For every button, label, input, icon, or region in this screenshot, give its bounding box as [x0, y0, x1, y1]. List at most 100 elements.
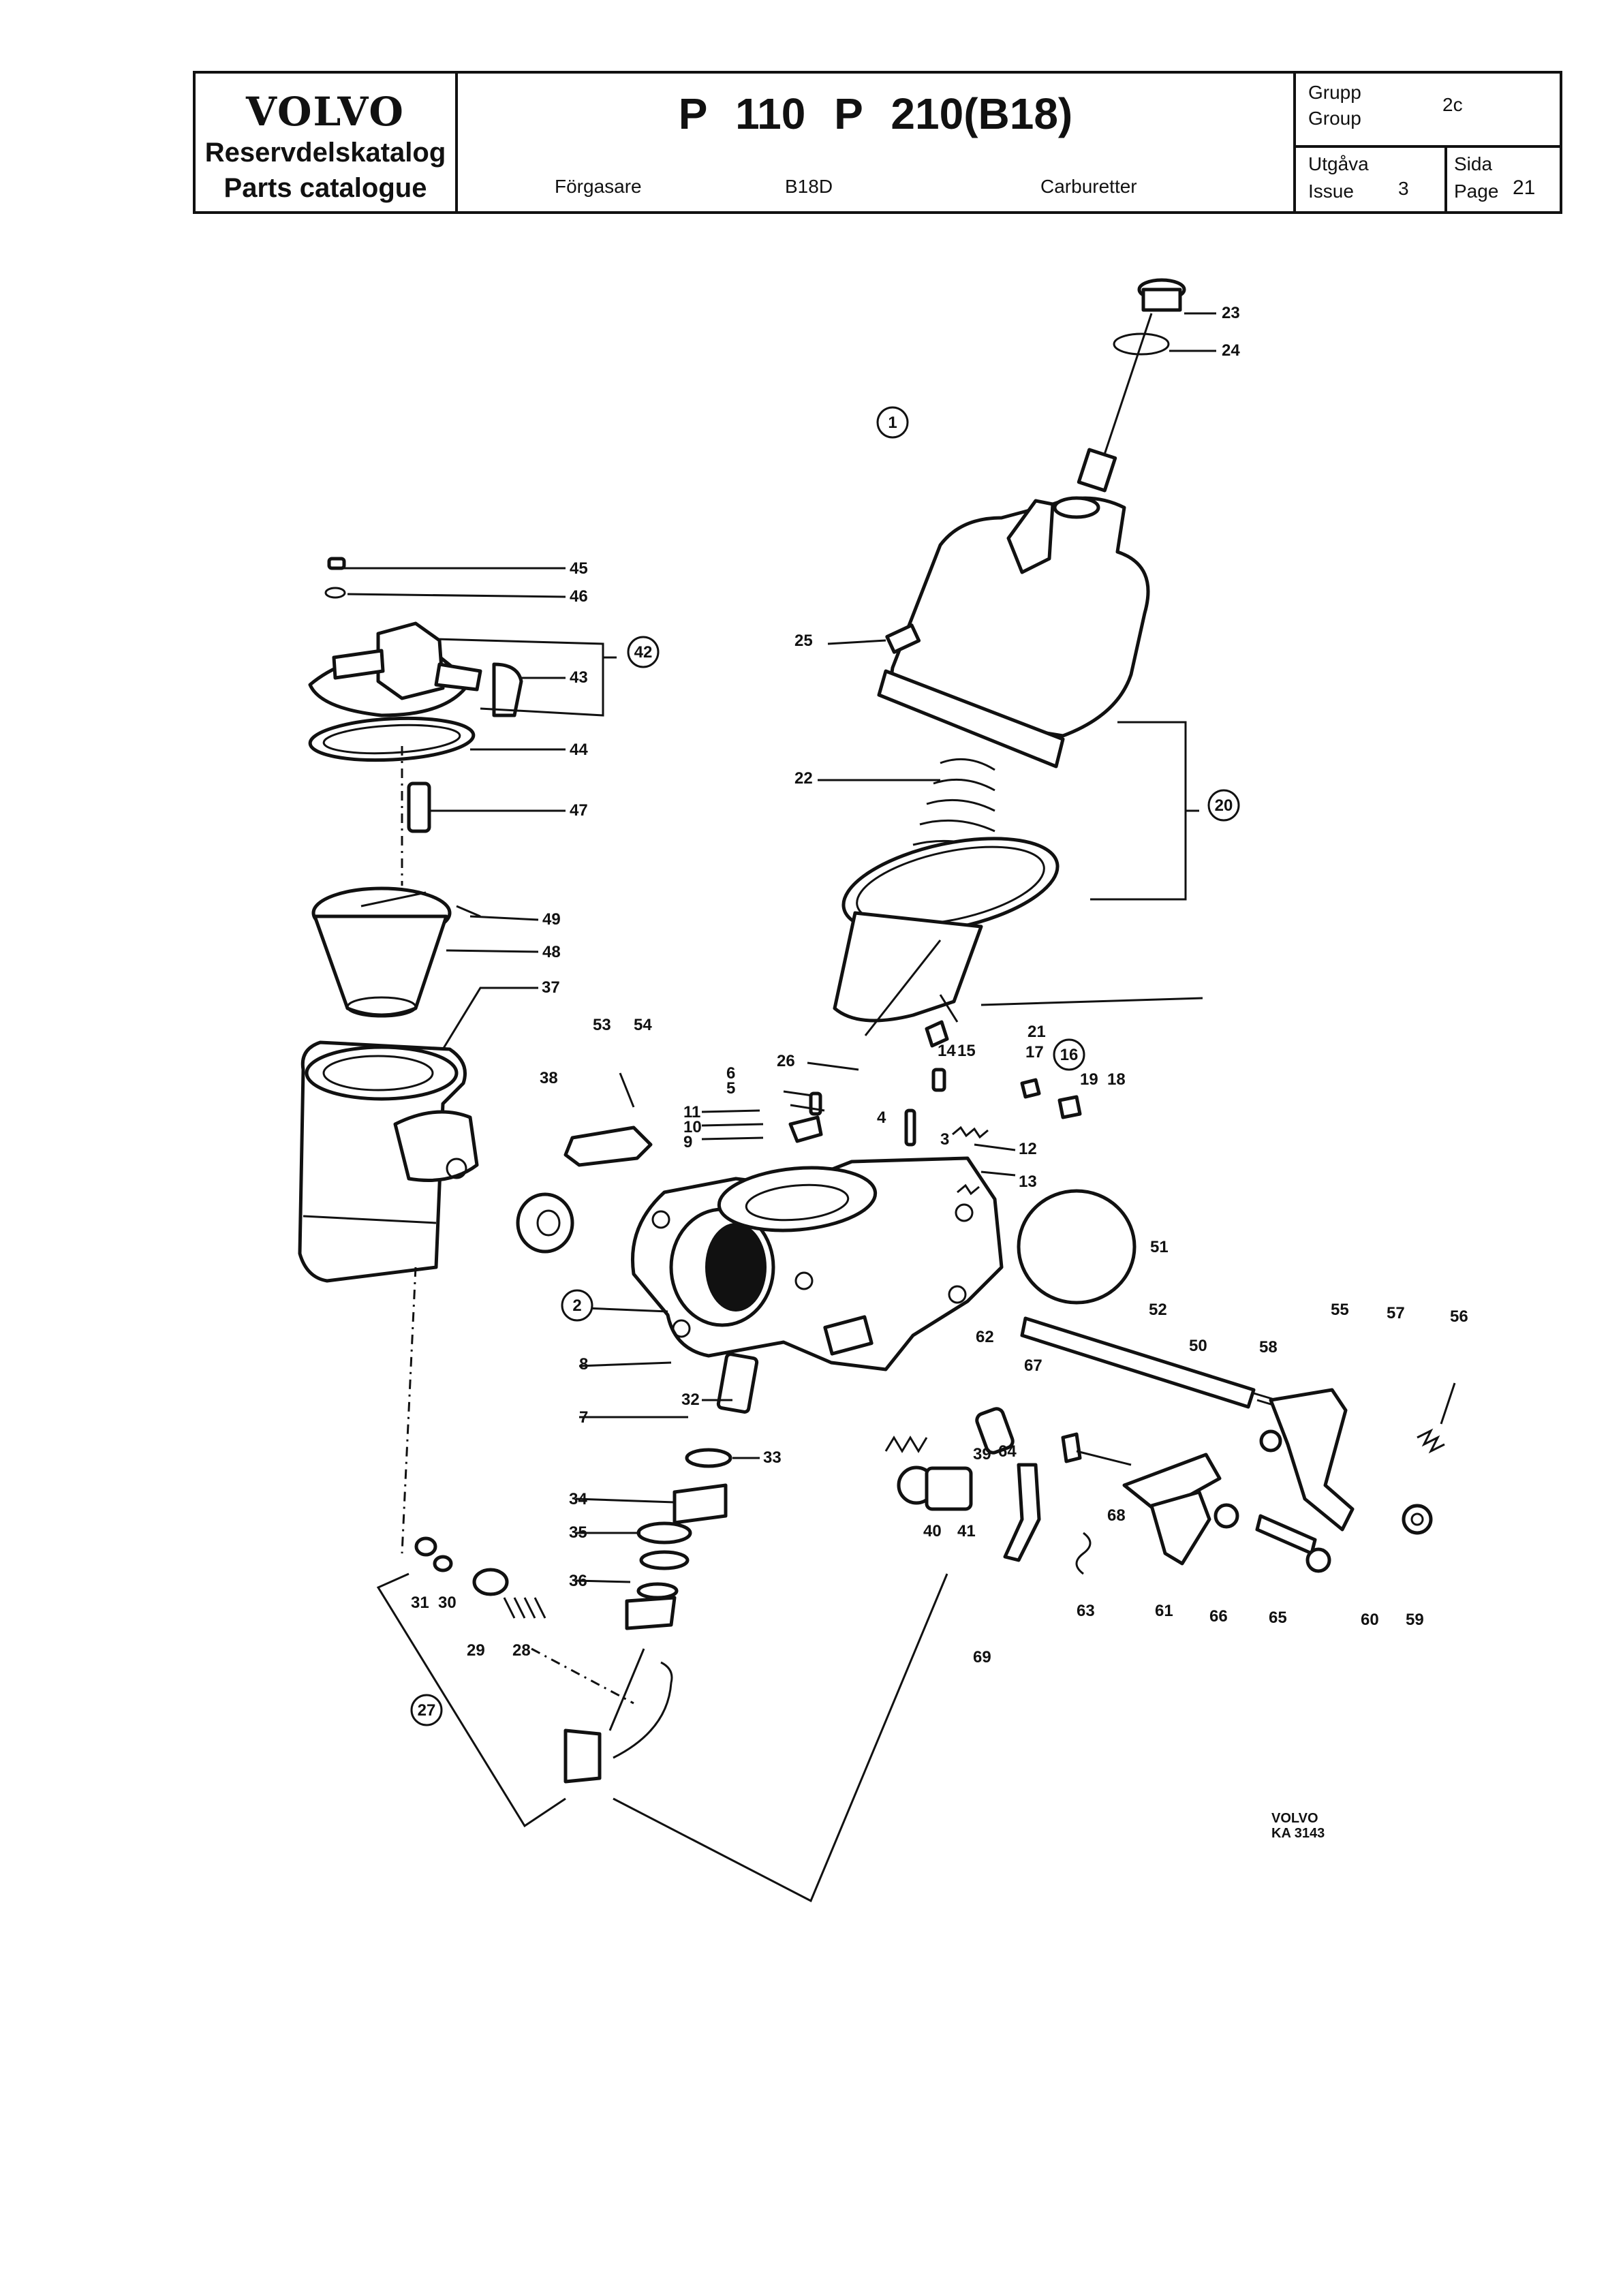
part-number-25: 25 [794, 632, 813, 650]
issue-box: Utgåva Issue 3 [1296, 145, 1447, 213]
part-number-8: 8 [579, 1355, 588, 1374]
jet-adjust-parts [414, 1536, 546, 1619]
part-number-28: 28 [512, 1641, 531, 1660]
leader-lines [341, 312, 1216, 1583]
part-number-69: 69 [973, 1648, 991, 1666]
throttle-spindle [1020, 1316, 1285, 1453]
part-number-17: 17 [1025, 1043, 1044, 1061]
part-number-19: 19 [1080, 1070, 1098, 1089]
part-number-18: 18 [1107, 1070, 1126, 1089]
assembly-circle-20 [1207, 789, 1240, 822]
page-label-sv: Sida [1454, 153, 1493, 174]
part-number-39: 39 [973, 1445, 991, 1463]
part-number-49: 49 [542, 910, 561, 929]
part-number-41: 41 [957, 1522, 976, 1540]
part-number-57: 57 [1387, 1304, 1405, 1322]
issue-label-sv: Utgåva [1308, 153, 1369, 174]
part-number-58: 58 [1259, 1338, 1278, 1356]
title-block: VOLVO Reservdelskatalog Parts catalogue … [193, 71, 1562, 214]
model-cell: P 110 P 210(B18) Förgasare B18D Carburet… [458, 74, 1296, 211]
group-value: 2c [1442, 94, 1463, 115]
part-number-14: 14 [938, 1042, 956, 1060]
part-number-10: 10 [683, 1118, 702, 1136]
meta-cell: Grupp Group 2c Utgåva Issue 3 Sida Page … [1296, 74, 1560, 213]
drawing-ref-number: KA 3143 [1271, 1826, 1325, 1841]
part-number-61: 61 [1155, 1602, 1173, 1620]
issue-label-en: Issue [1308, 181, 1354, 202]
part-number-56: 56 [1450, 1307, 1468, 1326]
part-number-50: 50 [1189, 1337, 1207, 1355]
part-number-66: 66 [1209, 1607, 1228, 1626]
part-number-67: 67 [1024, 1356, 1042, 1375]
part-number-11: 11 [683, 1103, 700, 1121]
group-label-en: Group [1308, 108, 1361, 129]
part-number-48: 48 [542, 943, 561, 961]
part-number-36: 36 [569, 1572, 587, 1590]
part-number-13: 13 [1019, 1173, 1037, 1191]
part-number-31: 31 [411, 1594, 429, 1612]
part-number-30: 30 [438, 1594, 457, 1612]
small-fasteners [788, 1020, 1082, 1196]
catalog-title-en: Parts catalogue [223, 173, 427, 203]
part-number-4: 4 [877, 1108, 886, 1127]
choke-cam [516, 1192, 574, 1254]
assembly-circle-27 [410, 1694, 443, 1726]
assembly-circle-2 [561, 1289, 593, 1322]
part-number-15: 15 [957, 1042, 976, 1060]
part-number-63: 63 [1077, 1602, 1095, 1620]
drawing-reference: VOLVO KA 3143 [1271, 1811, 1325, 1841]
section-label-en: Carburetter [1040, 176, 1137, 197]
part-number-12: 12 [1019, 1140, 1037, 1158]
part-number-29: 29 [467, 1641, 485, 1660]
jet-tube [531, 1647, 673, 1784]
brand-logo: VOLVO [246, 89, 405, 135]
assembly-27-bracket [376, 1572, 948, 1903]
drawing-ref-brand: VOLVO [1271, 1811, 1318, 1826]
part-number-21: 21 [1027, 1023, 1046, 1041]
catalog-title-sv: Reservdelskatalog [204, 138, 446, 168]
part-number-65: 65 [1269, 1609, 1287, 1627]
part-number-62: 62 [976, 1328, 994, 1346]
assembly-circle-42 [627, 636, 660, 668]
suction-chamber [877, 496, 1150, 769]
float-chamber-lid [308, 557, 523, 886]
part-number-16: 16 [1060, 1046, 1079, 1064]
throttle-linkage [884, 1382, 1456, 1575]
group-box: Grupp Group 2c [1296, 74, 1560, 148]
assembly-circle-16 [1053, 1038, 1085, 1071]
part-number-5: 5 [726, 1079, 735, 1098]
part-number-34: 34 [569, 1490, 587, 1508]
part-number-2: 2 [572, 1297, 581, 1315]
part-number-6: 6 [726, 1064, 735, 1083]
part-number-53: 53 [593, 1016, 611, 1034]
piston-spring [906, 758, 995, 873]
part-number-64: 64 [998, 1442, 1017, 1461]
part-number-22: 22 [794, 769, 813, 788]
part-number-35: 35 [569, 1523, 587, 1542]
issue-value: 3 [1398, 178, 1409, 199]
jet-assembly [625, 1352, 759, 1630]
part-number-24: 24 [1222, 341, 1240, 360]
part-number-46: 46 [570, 587, 588, 606]
part-number-26: 26 [777, 1052, 795, 1070]
part-number-45: 45 [570, 559, 588, 578]
throttle-disc [1017, 1189, 1137, 1305]
page-value: 21 [1513, 176, 1536, 199]
page-box: Sida Page 21 [1444, 145, 1560, 213]
part-number-3: 3 [940, 1130, 949, 1149]
part-number-1: 1 [888, 414, 897, 432]
part-number-47: 47 [570, 801, 588, 820]
part-number-54: 54 [634, 1016, 652, 1034]
part-number-52: 52 [1149, 1301, 1167, 1319]
part-number-38: 38 [540, 1069, 558, 1087]
damper-assembly [1077, 278, 1186, 493]
part-number-42: 42 [634, 643, 653, 662]
float [311, 886, 481, 1018]
part-number-20: 20 [1215, 796, 1233, 815]
part-number-51: 51 [1150, 1238, 1169, 1256]
part-number-44: 44 [570, 741, 588, 759]
part-number-68: 68 [1107, 1506, 1126, 1525]
engine-code: B18D [785, 176, 833, 197]
